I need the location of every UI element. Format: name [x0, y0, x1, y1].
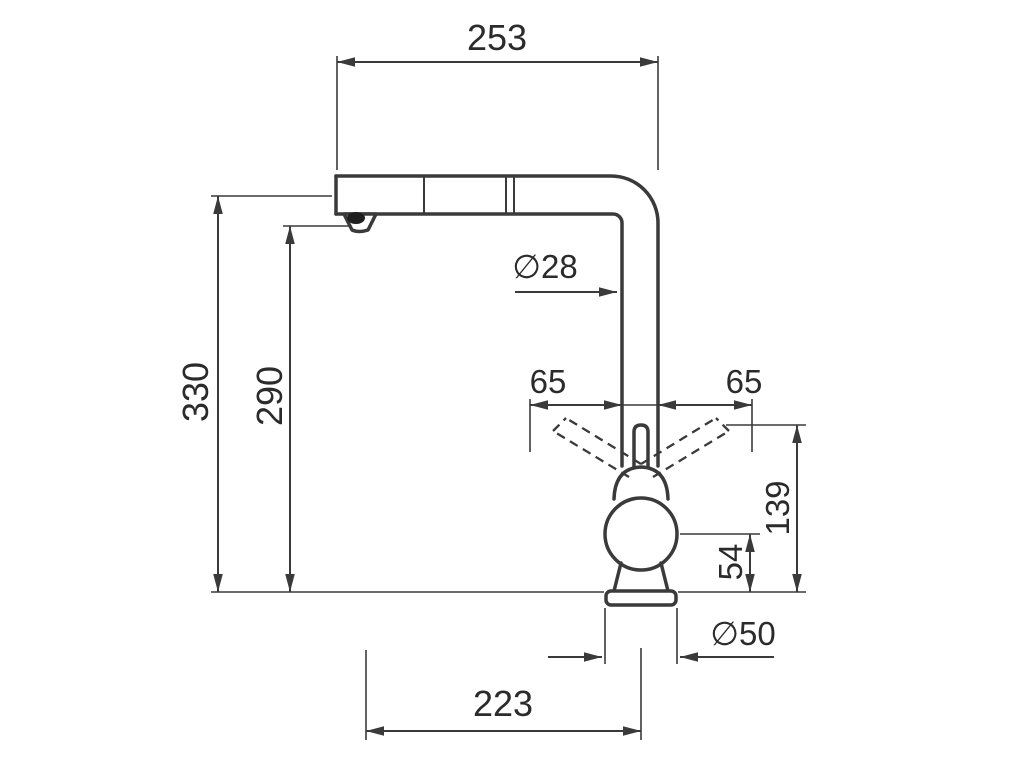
faucet-spout-outer-edge	[334, 174, 660, 468]
body-neck-right	[659, 561, 670, 593]
dim-54-label: 54	[712, 544, 749, 581]
dim-223-label: 223	[473, 683, 533, 724]
handle-collar	[612, 465, 670, 501]
spray-button	[347, 212, 365, 224]
dim-65l-label: 65	[530, 363, 567, 400]
handle-swing-right-dashed	[640, 417, 730, 478]
mixer-sphere	[603, 496, 679, 572]
dim-139-label: 139	[759, 480, 796, 535]
dim-330-label: 330	[175, 362, 216, 422]
body-neck-left	[612, 561, 623, 593]
faucet-spout-inner-edge	[334, 212, 624, 468]
handle-lever	[632, 423, 650, 469]
dim-dia50-label: ∅50	[710, 615, 775, 652]
dim-290-label: 290	[249, 366, 290, 426]
dim-65r-label: 65	[726, 363, 763, 400]
base-plate	[604, 589, 678, 607]
dim-dia28-label: ∅28	[512, 248, 577, 285]
handle-swing-left-dashed	[552, 417, 642, 478]
dim-253-label: 253	[467, 17, 527, 58]
